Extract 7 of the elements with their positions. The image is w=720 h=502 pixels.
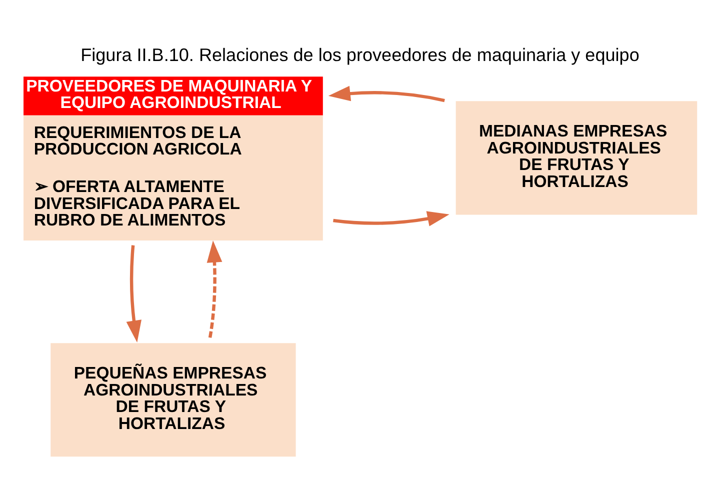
arrow: [328, 85, 445, 102]
arrow: [126, 244, 142, 342]
node-box: PEQUEÑAS EMPRESAS AGROINDUSTRIALES DE FRUTAS Y HORTALIZAS: [50, 342, 296, 456]
node-box: MEDIANAS EMPRESAS AGROINDUSTRIALES DE FRUTAS Y HORTALIZAS: [456, 100, 698, 214]
arrow: [206, 240, 222, 338]
diagram-title: Figura II.B.10. Relaciones de los proveedores de maquinaria y equipo: [80, 44, 640, 64]
arrow: [333, 210, 450, 226]
